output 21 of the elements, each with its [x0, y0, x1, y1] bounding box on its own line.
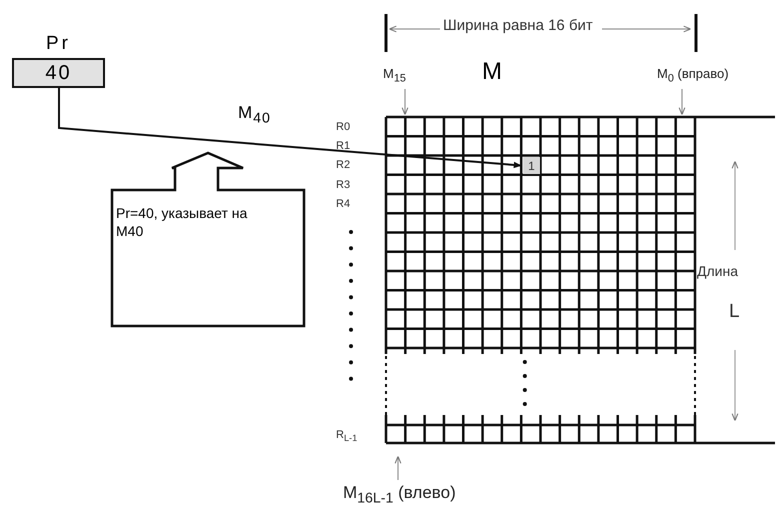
length-label: L — [729, 302, 740, 323]
row-label: R2 — [336, 159, 350, 172]
memory-bit: 1 — [523, 157, 540, 174]
bit-label: M$_{15}$ — [383, 67, 407, 86]
leader-arrow — [394, 456, 402, 480]
bit-label: M$_{0}$ (вправо) — [657, 67, 730, 86]
pointer-arrow — [58, 88, 522, 168]
row-label: R1 — [336, 140, 350, 152]
row-label: R4 — [336, 198, 350, 210]
width-label: Ширина равна 16 бит — [443, 18, 593, 34]
row-label: R0 — [336, 121, 350, 134]
row-label: R$_{L-1}$ — [336, 429, 358, 444]
memory-name: M — [482, 59, 502, 85]
leader-arrow — [402, 88, 408, 116]
register-name: Pr — [45, 34, 72, 54]
row-label: R3 — [336, 179, 350, 192]
register-box: 40 — [12, 58, 105, 88]
leader-arrow — [678, 88, 686, 116]
callout-text: Pr=40, указывает на M40 — [116, 204, 248, 240]
bit-label: M$_{16L-1}$ (влево) — [343, 484, 457, 506]
length-label: Длина — [697, 264, 738, 280]
